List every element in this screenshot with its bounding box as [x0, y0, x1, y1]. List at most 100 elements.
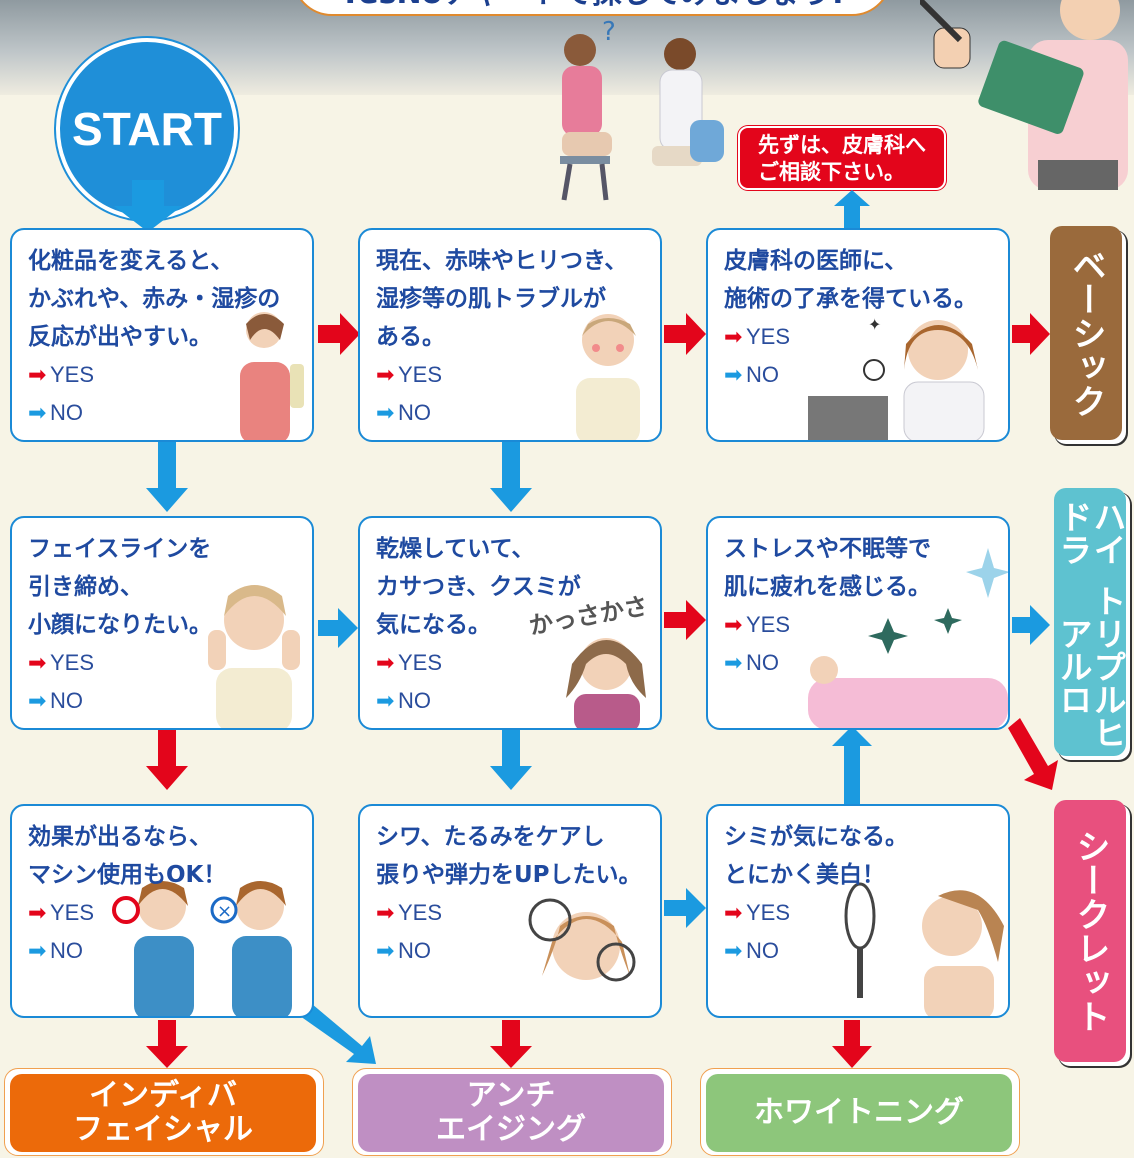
question-text: ストレスや不眠等で [724, 536, 931, 562]
yes-option: ➡YES [724, 606, 1008, 644]
result-basic: ベーシック [1050, 226, 1122, 440]
question-text: 湿疹等の肌トラブルが [376, 286, 606, 312]
no-option: ➡NO [724, 644, 1008, 682]
question-text: 肌に疲れを感じる。 [724, 574, 931, 600]
question-box-7: 効果が出るなら、 マシン使用もOK！ ➡YES ➡NO × [10, 804, 314, 1018]
no-option: ➡NO [724, 932, 1008, 970]
result-hydra-line2: トリプルヒアルロ [1054, 584, 1127, 750]
arrow-right-icon: ➡ [724, 362, 743, 387]
arrow-right-icon: ➡ [28, 400, 47, 425]
no-label: NO [746, 938, 779, 963]
doctor-ok-illustration: ✦ [808, 315, 985, 440]
question-box-2: 現在、赤味やヒリつき、 湿疹等の肌トラブルが ある。 ➡YES ➡NO [358, 228, 662, 442]
result-antiaging-line1: アンチ [466, 1078, 556, 1113]
yes-label: YES [50, 362, 95, 387]
yes-option: ➡YES [724, 894, 1008, 932]
no-option: ➡NO [724, 356, 1008, 394]
yes-label: YES [398, 900, 443, 925]
yes-label: YES [398, 362, 443, 387]
arrow-right-icon: ➡ [724, 650, 743, 675]
question-box-9: シミが気になる。 とにかく美白！ ➡YES ➡NO [706, 804, 1010, 1018]
women-ok-ng-illustration: × [112, 881, 292, 1016]
question-text: 皮膚科の医師に、 [724, 248, 908, 274]
question-text: シミが気になる。 [724, 824, 908, 850]
question-box-3: 皮膚科の医師に、 施術の了承を得ている。 ➡YES ➡NO ✦ [706, 228, 1010, 442]
yes-label: YES [746, 900, 791, 925]
arrow-right-icon: ➡ [724, 938, 743, 963]
no-label: NO [50, 400, 83, 425]
result-individual-facial: インディバフェイシャル [10, 1074, 316, 1152]
yes-label: YES [746, 612, 791, 637]
question-text: マシン使用もOK！ [28, 862, 227, 888]
svg-text:×: × [217, 901, 232, 922]
question-box-8: シワ、たるみをケアし 張りや弾力をUPしたい。 ➡YES ➡NO [358, 804, 662, 1018]
yes-option: ➡YES [376, 644, 660, 682]
result-anti-aging: アンチエイジング [358, 1074, 664, 1152]
svg-text:✦: ✦ [868, 315, 881, 334]
yes-option: ➡YES [376, 356, 660, 394]
woman-dry-skin-illustration [566, 638, 646, 728]
woman-magnifier-illustration [528, 898, 636, 982]
question-box-5: 乾燥していて、 カサつき、クスミが 気になる。 ➡YES ➡NO かっさかさ [358, 516, 662, 730]
consult-line-1: 先ずは、皮膚科へ [758, 133, 926, 157]
yes-option: ➡YES [28, 644, 312, 682]
question-text: 反応が出やすい。 [28, 324, 212, 350]
woman-face-line-illustration [208, 585, 300, 728]
consultation-illustration: ? [560, 20, 724, 201]
arrow-right-icon: ➡ [376, 362, 395, 387]
woman-lotion-illustration [240, 312, 304, 440]
arrow-right-icon: ➡ [376, 650, 395, 675]
arrow-right-icon: ➡ [28, 362, 47, 387]
no-option: ➡NO [28, 394, 312, 432]
question-text: とにかく美白！ [724, 862, 885, 888]
no-option: ➡NO [376, 394, 660, 432]
question-box-4: フェイスラインを 引き締め、 小顔になりたい。 ➡YES ➡NO [10, 516, 314, 730]
question-text: 化粧品を変えると、 [28, 248, 234, 274]
result-antiaging-line2: エイジング [436, 1112, 586, 1147]
result-individual-line2: フェイシャル [73, 1112, 253, 1147]
no-option: ➡NO [376, 682, 660, 720]
no-label: NO [398, 688, 431, 713]
arrow-right-icon: ➡ [376, 900, 395, 925]
consult-dermatologist-note: 先ずは、皮膚科へ ご相談下さい。 [738, 126, 946, 190]
result-secret: シークレット [1054, 800, 1126, 1062]
svg-text:?: ? [602, 20, 616, 47]
question-text: 小顔になりたい。 [28, 612, 212, 638]
result-individual-line1: インディバ [89, 1078, 237, 1113]
arrow-right-icon: ➡ [376, 688, 395, 713]
no-label: NO [398, 938, 431, 963]
result-hydra-line1: ハイドラ [1054, 499, 1127, 566]
question-text: 張りや弾力をUPしたい。 [376, 862, 642, 888]
sleeping-woman-illustration [808, 548, 1008, 728]
woman-irritated-skin-illustration [576, 314, 640, 440]
question-text: 現在、赤味やヒリつき、 [376, 248, 628, 274]
no-option: ➡NO [376, 932, 660, 970]
question-text: 引き締め、 [28, 574, 143, 600]
arrow-right-icon: ➡ [724, 900, 743, 925]
question-text: ある。 [376, 324, 445, 350]
consult-line-2: ご相談下さい。 [758, 160, 905, 184]
nurse-illustration [920, 0, 1128, 190]
arrow-right-icon: ➡ [724, 324, 743, 349]
question-box-1: 化粧品を変えると、 かぶれや、赤み・湿疹の 反応が出やすい。 ➡YES ➡NO [10, 228, 314, 442]
result-hydra-triple-hyaluro: ハイドラトリプルヒアルロ [1054, 488, 1127, 756]
question-box-6: ストレスや不眠等で 肌に疲れを感じる。 ➡YES ➡NO [706, 516, 1010, 730]
question-text: 施術の了承を得ている。 [724, 286, 977, 312]
arrow-right-icon: ➡ [724, 612, 743, 637]
woman-mirror-illustration [844, 882, 1004, 1016]
arrow-right-icon: ➡ [28, 650, 47, 675]
question-text: カサつき、クスミが [376, 574, 581, 600]
arrow-right-icon: ➡ [376, 400, 395, 425]
arrow-right-icon: ➡ [376, 938, 395, 963]
yes-label: YES [50, 650, 95, 675]
question-text: 気になる。 [376, 612, 491, 638]
no-label: NO [746, 650, 779, 675]
question-text: 効果が出るなら、 [28, 824, 212, 850]
yes-option: ➡YES [28, 356, 312, 394]
no-label: NO [746, 362, 779, 387]
question-text: フェイスラインを [28, 536, 212, 562]
no-label: NO [50, 938, 83, 963]
no-label: NO [398, 400, 431, 425]
arrow-right-icon: ➡ [28, 688, 47, 713]
